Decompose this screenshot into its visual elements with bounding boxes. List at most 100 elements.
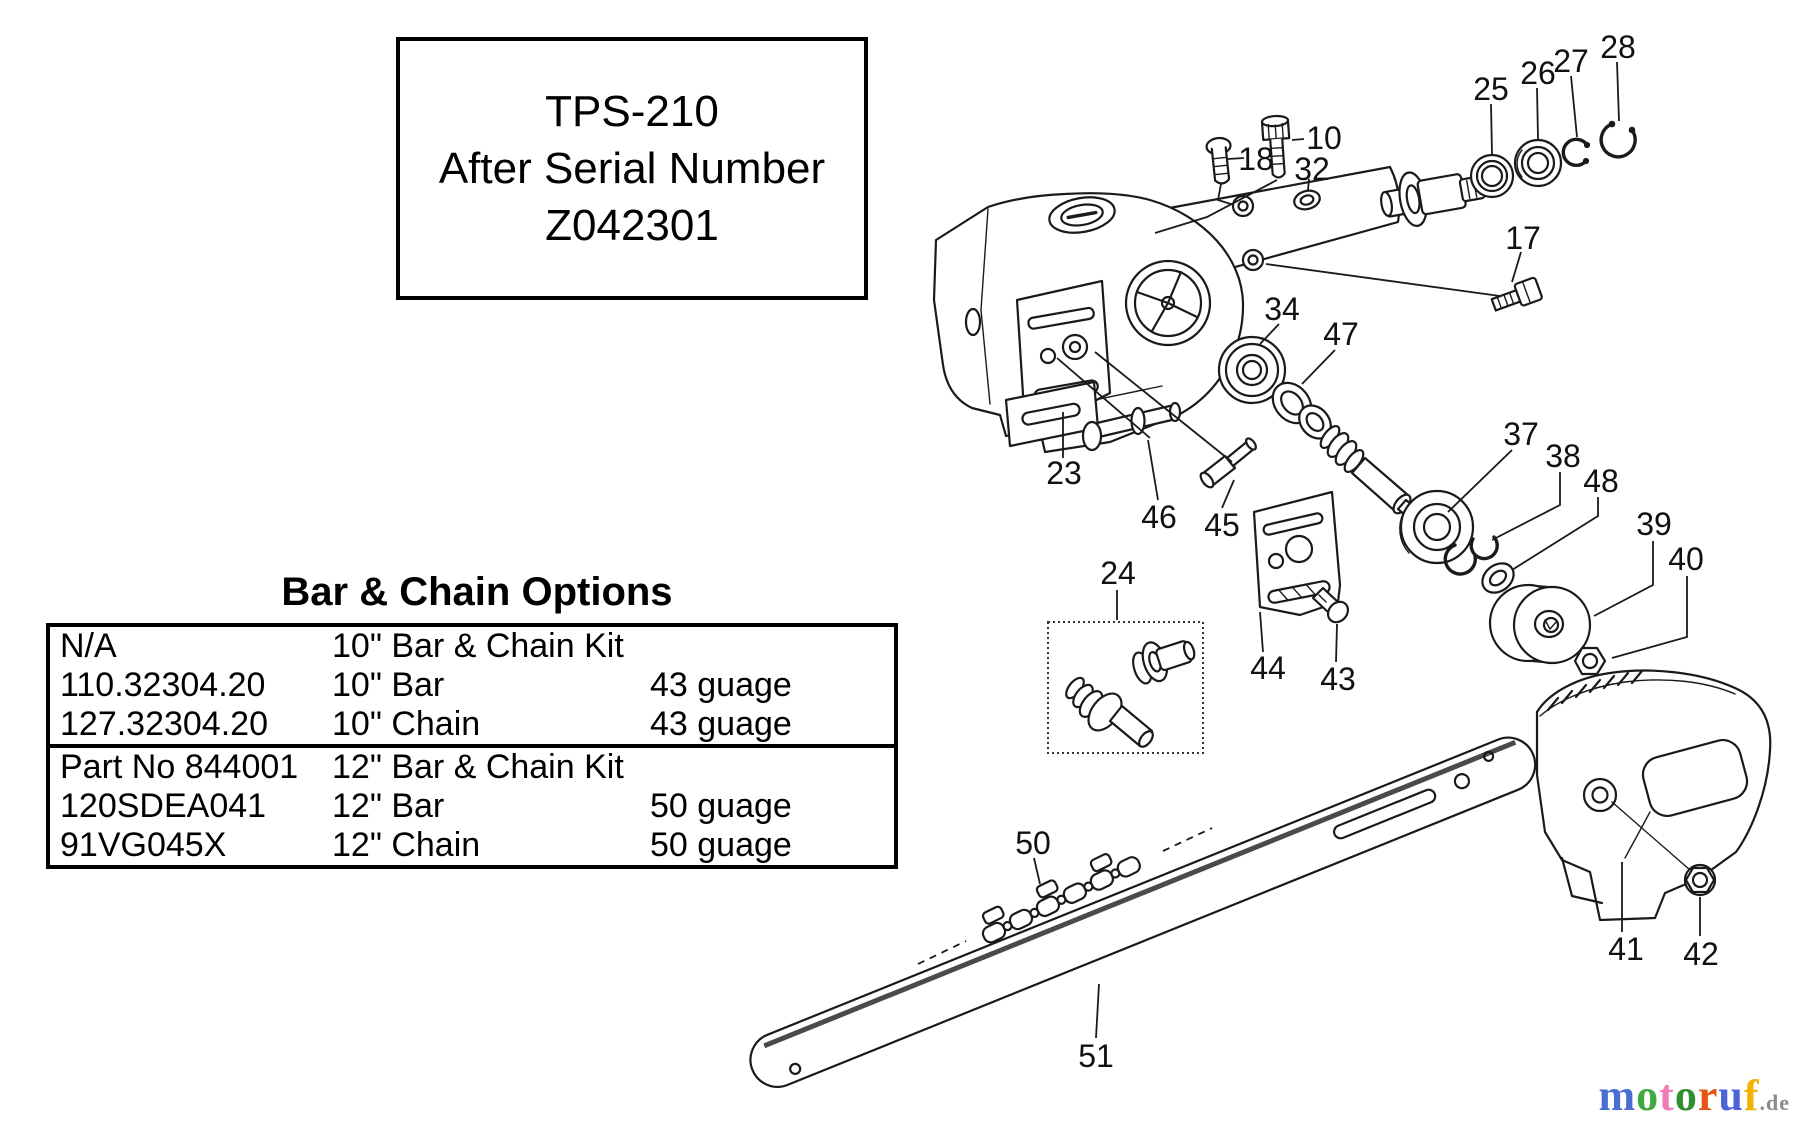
part-guide-bar-51 bbox=[749, 736, 1537, 1088]
callout-44: 44 bbox=[1250, 650, 1286, 686]
callout-37: 37 bbox=[1503, 416, 1539, 452]
part-chain-50 bbox=[917, 827, 1213, 965]
callout-labels: 18 10 32 25 26 27 28 17 34 47 23 46 45 3… bbox=[1015, 29, 1719, 1074]
options-10in-section: N/A 10" Bar & Chain Kit 110.32304.20 10"… bbox=[50, 627, 894, 748]
gauge-cell: 43 guage bbox=[650, 666, 792, 704]
part-bolt-17 bbox=[1490, 276, 1543, 312]
part-number-cell: 110.32304.20 bbox=[60, 666, 266, 704]
watermark-letter: m bbox=[1598, 1071, 1637, 1120]
leader-44 bbox=[1259, 611, 1264, 653]
leader-45 bbox=[1221, 479, 1235, 509]
leader-25 bbox=[1490, 103, 1493, 155]
screw-boss bbox=[1231, 194, 1255, 218]
watermark-letter: f bbox=[1743, 1071, 1760, 1120]
serial-number: Z042301 bbox=[545, 201, 719, 250]
watermark-letter: o bbox=[1674, 1071, 1698, 1120]
leader-17 bbox=[1511, 251, 1522, 283]
part-washer-32 bbox=[1293, 189, 1321, 211]
part-kit-24 bbox=[1047, 621, 1204, 754]
options-12in-section: Part No 844001 12" Bar & Chain Kit 120SD… bbox=[50, 748, 894, 865]
leader-18-boss bbox=[1216, 183, 1235, 206]
leader-39 bbox=[1593, 541, 1654, 617]
part-number-cell: 127.32304.20 bbox=[60, 705, 268, 743]
callout-10: 10 bbox=[1306, 120, 1342, 156]
part-screw-18 bbox=[1205, 136, 1232, 185]
table-row: 120SDEA041 12" Bar 50 guage bbox=[50, 787, 894, 826]
callout-40: 40 bbox=[1668, 541, 1704, 577]
part-snap-rings-38 bbox=[1443, 535, 1499, 576]
part-bearing-34 bbox=[1217, 335, 1287, 405]
callout-23: 23 bbox=[1046, 455, 1082, 491]
leader-lines bbox=[1033, 61, 1701, 1039]
leader-23-cross1 bbox=[1094, 351, 1233, 463]
model-title-box: TPS-210 After Serial Number Z042301 bbox=[396, 37, 868, 300]
part-bolt-43 bbox=[1311, 586, 1350, 624]
callout-39: 39 bbox=[1636, 506, 1672, 542]
table-row: 127.32304.20 10" Chain 43 guage bbox=[50, 705, 894, 744]
callout-26: 26 bbox=[1520, 55, 1556, 91]
leader-48 bbox=[1511, 497, 1599, 571]
leader-32 bbox=[1307, 178, 1310, 191]
callout-41: 41 bbox=[1608, 931, 1644, 967]
serial-note: After Serial Number bbox=[438, 144, 826, 193]
leader-28 bbox=[1616, 61, 1620, 122]
table-row: N/A 10" Bar & Chain Kit bbox=[50, 627, 894, 666]
description-cell: 12" Bar & Chain Kit bbox=[332, 748, 624, 786]
model-number: TPS-210 bbox=[545, 87, 719, 136]
part-sprocket-cover-41 bbox=[1535, 669, 1772, 922]
leader-27 bbox=[1570, 75, 1578, 138]
watermark-word: motoruf bbox=[1599, 1071, 1760, 1120]
gauge-cell: 50 guage bbox=[650, 787, 792, 825]
part-nut-40 bbox=[1573, 646, 1607, 676]
callout-34: 34 bbox=[1264, 291, 1300, 327]
callout-46: 46 bbox=[1141, 499, 1177, 535]
watermark-letter: t bbox=[1659, 1071, 1675, 1120]
part-number-cell: 91VG045X bbox=[60, 826, 227, 864]
table-row: 110.32304.20 10" Bar 43 guage bbox=[50, 666, 894, 705]
leader-18 bbox=[1227, 157, 1245, 160]
leader-46 bbox=[1147, 439, 1159, 501]
callout-17: 17 bbox=[1505, 220, 1541, 256]
oil-cap-boss bbox=[1048, 196, 1116, 234]
table-row: 91VG045X 12" Chain 50 guage bbox=[50, 826, 894, 865]
callout-48: 48 bbox=[1583, 463, 1619, 499]
watermark-letter: r bbox=[1697, 1071, 1719, 1120]
description-cell: 12" Chain bbox=[332, 826, 481, 864]
leader-51 bbox=[1095, 983, 1100, 1039]
description-cell: 12" Bar bbox=[332, 787, 445, 825]
part-bolt-46 bbox=[1081, 401, 1182, 452]
leader-37 bbox=[1447, 449, 1513, 513]
part-sprocket-39 bbox=[1488, 583, 1592, 665]
part-circlip-27 bbox=[1561, 137, 1591, 168]
watermark-letter: o bbox=[1636, 1071, 1660, 1120]
part-number-cell: N/A bbox=[60, 627, 117, 665]
part-bearing-37 bbox=[1399, 489, 1475, 565]
gauge-cell: 43 guage bbox=[650, 705, 792, 743]
part-bearing-25 bbox=[1469, 153, 1515, 199]
leader-50 bbox=[1033, 857, 1041, 885]
bar-chain-options-table: N/A 10" Bar & Chain Kit 110.32304.20 10"… bbox=[46, 623, 898, 869]
description-cell: 10" Bar & Chain Kit bbox=[332, 627, 624, 665]
table-row: Part No 844001 12" Bar & Chain Kit bbox=[50, 748, 894, 787]
leader-26 bbox=[1536, 87, 1539, 140]
callout-50: 50 bbox=[1015, 825, 1051, 861]
watermark-suffix: .de bbox=[1759, 1090, 1790, 1115]
description-cell: 10" Chain bbox=[332, 705, 481, 743]
part-guide-plate-44 bbox=[1252, 490, 1342, 617]
housing-clutch-opening bbox=[1124, 259, 1212, 347]
description-cell: 10" Bar bbox=[332, 666, 445, 704]
part-bearing-26 bbox=[1513, 138, 1563, 188]
callout-28: 28 bbox=[1600, 29, 1636, 65]
part-worm-shaft bbox=[1319, 425, 1423, 524]
inner-guide-plate bbox=[1004, 279, 1112, 448]
part-number-cell: 120SDEA041 bbox=[60, 787, 267, 825]
leader-43 bbox=[1335, 623, 1338, 663]
leader-10-hole bbox=[1154, 179, 1278, 234]
part-pin-45 bbox=[1199, 437, 1257, 489]
callout-42: 42 bbox=[1683, 936, 1719, 972]
part-bushing-47 bbox=[1271, 381, 1332, 440]
callout-38: 38 bbox=[1545, 438, 1581, 474]
callout-25: 25 bbox=[1473, 71, 1509, 107]
part-bolt-10 bbox=[1260, 114, 1291, 179]
callout-45: 45 bbox=[1204, 507, 1240, 543]
